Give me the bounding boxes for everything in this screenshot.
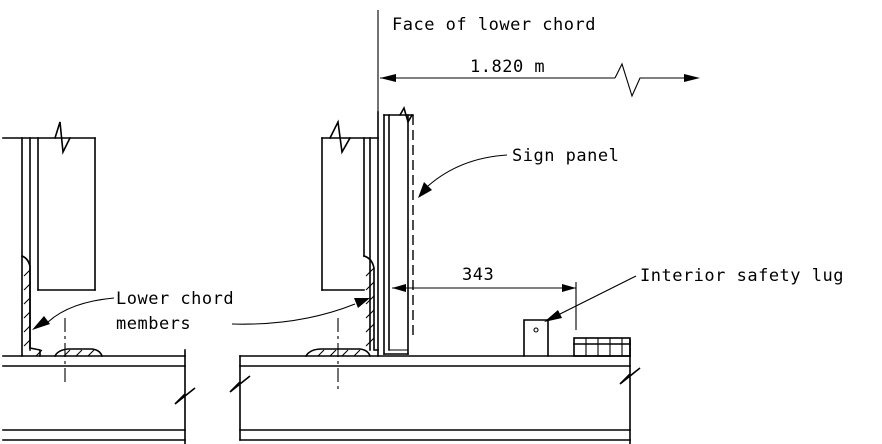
- sign-panel-label: Sign panel: [512, 146, 619, 166]
- safety-lug-leader: [555, 275, 637, 317]
- interior-safety-lug-label: Interior safety lug: [640, 266, 844, 286]
- sign-panel-assembly: [383, 105, 414, 355]
- right-lower-chord: [304, 111, 379, 390]
- width-dimension: 1.820 m: [380, 57, 700, 98]
- lower-chord-members-callout: Lower chord members: [32, 289, 370, 334]
- safety-lug: [523, 319, 549, 357]
- left-chord-leader: [47, 297, 115, 323]
- lower-chord-label-line1: Lower chord: [116, 289, 234, 309]
- left-lower-chord: [2, 121, 104, 384]
- dimension-343: 343: [392, 265, 577, 330]
- width-dimension-text: 1.820 m: [470, 57, 545, 77]
- sign-panel-leader: [427, 154, 508, 187]
- right-base-beam: [229, 339, 641, 444]
- right-chord-leader: [231, 303, 356, 325]
- face-of-lower-chord-label: Face of lower chord: [392, 15, 596, 35]
- dimension-343-text: 343: [462, 265, 494, 285]
- floor-grating: [573, 337, 631, 357]
- left-base-beam: [2, 349, 196, 444]
- lower-chord-label-line2: members: [116, 314, 191, 334]
